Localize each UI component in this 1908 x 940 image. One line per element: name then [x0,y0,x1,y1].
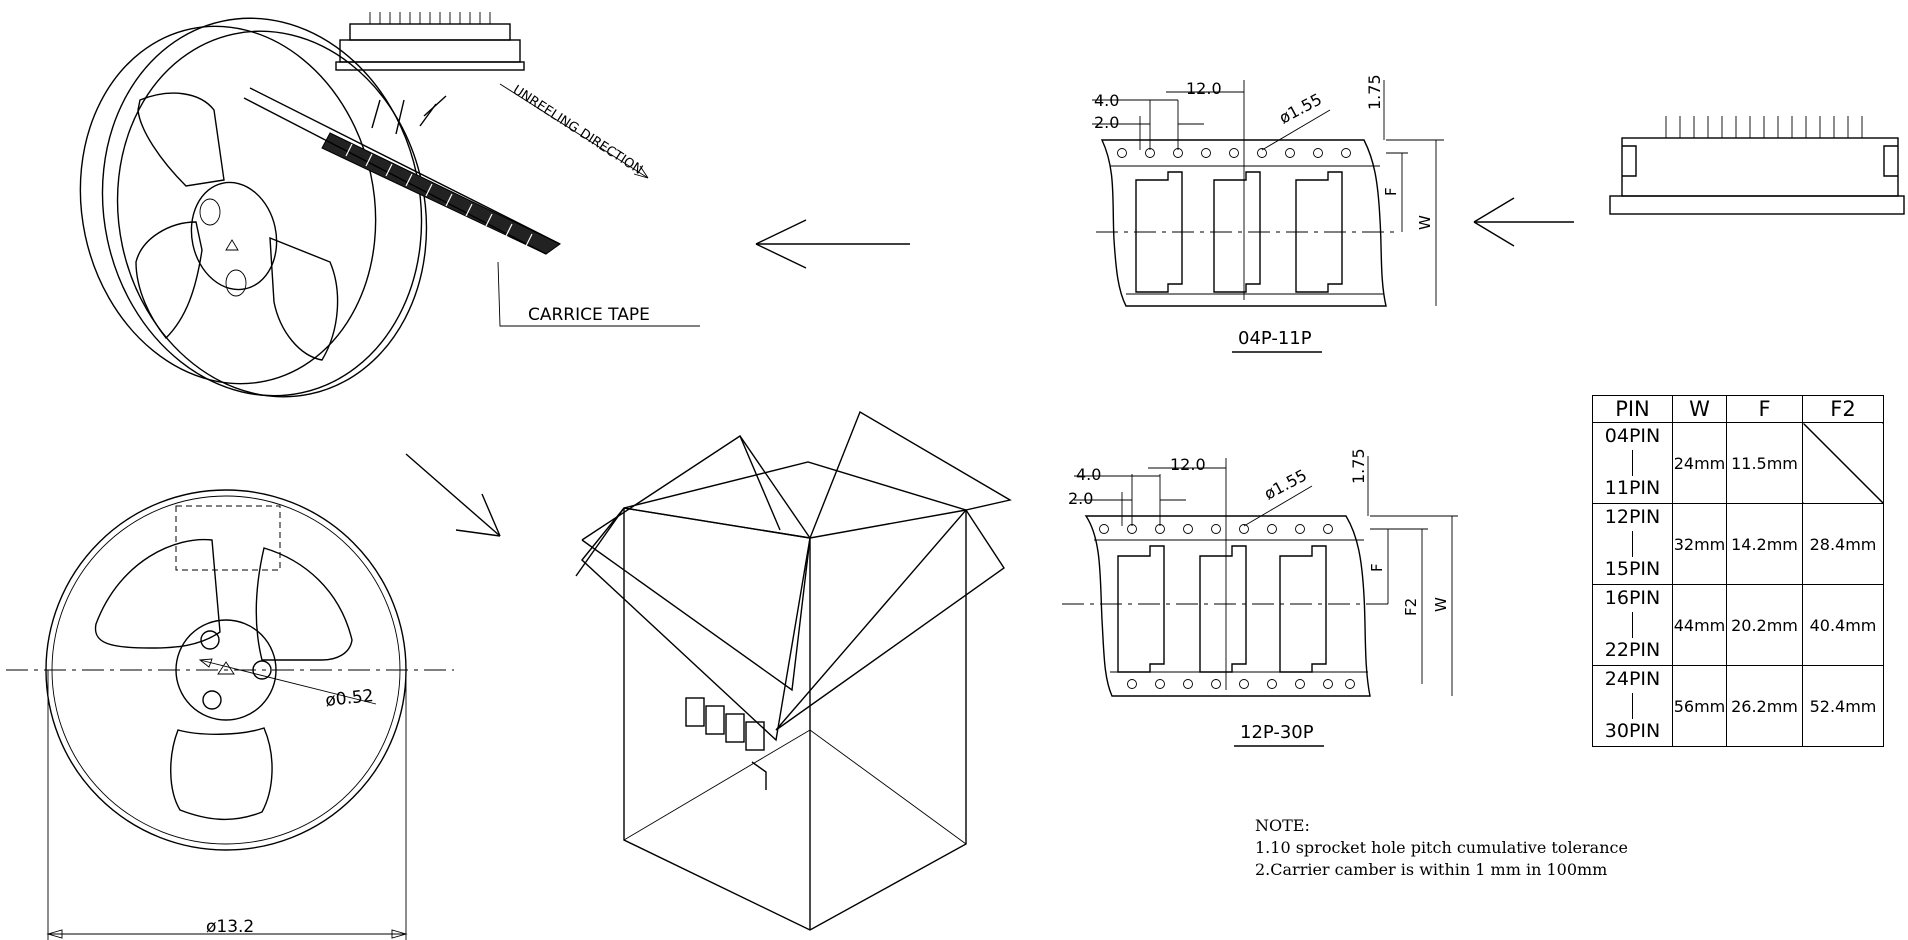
small-pitch-b: 2.0 [1094,113,1119,132]
small-f-dim: F [1382,187,1400,196]
pin-from: 04PIN [1604,425,1661,448]
col-header-f2: F2 [1802,395,1884,423]
pin-from: 12PIN [1604,506,1661,529]
pin-to: 22PIN [1604,639,1661,661]
notes-title: NOTE: [1255,816,1310,835]
w-cell: 32mm [1672,503,1727,585]
f2-cell-empty [1802,422,1884,504]
large-w-dim: W [1432,597,1450,612]
f-cell: 14.2mm [1726,503,1803,585]
pin-to: 15PIN [1604,558,1661,580]
f-cell: 20.2mm [1726,584,1803,666]
pin-from: 16PIN [1604,587,1661,610]
large-hole-dim: ø1.55 [1261,465,1310,503]
note-line-1: 1.10 sprocket hole pitch cumulative tole… [1255,838,1628,857]
large-edge-dim: 1.75 [1349,448,1368,484]
col-header-w: W [1672,395,1727,423]
arrow-to-tape [1473,197,1574,247]
small-w-dim: W [1416,215,1434,230]
col-header-f: F [1726,395,1803,423]
arrow-to-reel [755,219,910,269]
pin-range-cell: 12PIN 15PIN [1592,503,1673,585]
small-hole-dim: ø1.55 [1276,89,1325,127]
table-header-row: PIN W F F2 [1592,395,1884,423]
f2-cell: 52.4mm [1802,665,1884,747]
large-tape-caption: 12P-30P [1240,722,1314,743]
large-f2-dim: F2 [1402,598,1420,616]
carrier-tape-label: CARRICE TAPE [528,305,650,325]
unreeling-direction-label: UNREELING DIRECTION [510,83,645,178]
small-pitch-c: 12.0 [1186,79,1222,98]
pin-range-cell: 04PIN 11PIN [1592,422,1673,504]
large-pitch-c: 12.0 [1170,455,1206,474]
pin-from: 24PIN [1604,668,1661,691]
f-cell: 26.2mm [1726,665,1803,747]
arrow-to-box [405,453,501,537]
range-bar [1632,531,1633,557]
shipping-box [575,410,1012,931]
pin-to: 30PIN [1604,720,1661,742]
table-row: 04PIN 11PIN 24mm 11.5mm [1592,422,1884,504]
tape-detail-small: 4.0 2.0 12.0 ø1.55 1.75 F W 04P-11P [1092,74,1444,353]
f2-cell: 40.4mm [1802,584,1884,666]
reel-front-view: ø0.52 ø13.2 [6,489,454,940]
reel-isometric: UNREELING DIRECTION CARRICE TAPE [79,12,700,398]
large-pitch-b: 2.0 [1068,489,1093,508]
range-bar [1632,693,1633,719]
small-tape-caption: 04P-11P [1238,328,1312,349]
connector-side-view [1609,116,1905,215]
table-row: 16PIN 22PIN 44mm 20.2mm 40.4mm [1592,584,1884,666]
w-cell: 24mm [1672,422,1727,504]
small-pitch-a: 4.0 [1094,91,1119,110]
w-cell: 56mm [1672,665,1727,747]
small-edge-dim: 1.75 [1365,74,1384,110]
hub-diameter-dim: ø0.52 [324,686,374,711]
f2-cell: 28.4mm [1802,503,1884,585]
col-header-pin: PIN [1592,395,1673,423]
note-line-2: 2.Carrier camber is within 1 mm in 100mm [1255,860,1608,879]
pin-range-cell: 24PIN 30PIN [1592,665,1673,747]
table-row: 12PIN 15PIN 32mm 14.2mm 28.4mm [1592,503,1884,585]
large-pitch-a: 4.0 [1076,465,1101,484]
f-cell: 11.5mm [1726,422,1803,504]
table-row: 24PIN 30PIN 56mm 26.2mm 52.4mm [1592,665,1884,747]
range-bar [1632,450,1633,476]
range-bar [1632,612,1633,638]
pin-range-cell: 16PIN 22PIN [1592,584,1673,666]
pin-to: 11PIN [1604,477,1661,499]
w-cell: 44mm [1672,584,1727,666]
notes-block: NOTE: 1.10 sprocket hole pitch cumulativ… [1255,815,1628,881]
large-f-dim: F [1368,563,1386,572]
outer-diameter-dim: ø13.2 [206,917,254,937]
tape-detail-large: 4.0 2.0 12.0 ø1.55 1.75 F F2 W 12P-30P [1062,448,1458,747]
